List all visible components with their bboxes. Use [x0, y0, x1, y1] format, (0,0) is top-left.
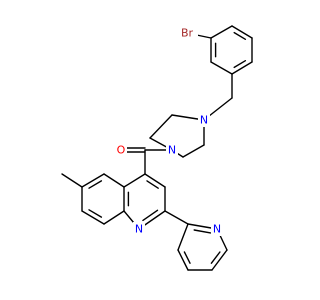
pyridine-nitrogen-label: N [213, 223, 221, 236]
atom-labels: Br O N N N N [115, 26, 223, 236]
bond-p2-p3 [231, 25, 253, 39]
bond-q4a-q4 [123, 173, 146, 188]
bond-p4-p5 [231, 61, 253, 75]
atom-nitrogen-quinoline: N [133, 222, 145, 236]
bond-q6-me [61, 173, 83, 188]
bond-inner-p4-p5 [233, 60, 247, 69]
bond-p5-p6 [210, 61, 233, 75]
bond-lines [61, 25, 253, 271]
bond-q4a-q5 [103, 173, 125, 188]
atom-nitrogen-piperazine-1: N [166, 143, 178, 157]
bond-q5-q6 [81, 173, 105, 188]
bond-c3-c2 [182, 144, 205, 158]
bond-inner-q5-q6 [88, 180, 103, 189]
bond-py4-py3 [177, 249, 189, 271]
oxygen-label: O [117, 144, 126, 157]
bond-q2-py2 [164, 210, 189, 225]
atom-nitrogen-piperazine-2: N [198, 113, 210, 127]
bond-inner-q4-q3 [146, 180, 159, 189]
bond-inner-py4-py3 [183, 251, 191, 264]
bond-p1-p2 [210, 25, 233, 39]
bond-inner-p2-p3 [233, 31, 247, 40]
quinoline-nitrogen-label: N [135, 223, 143, 236]
molecule-structure: Br O N N N N [61, 25, 253, 271]
atom-bromine: Br [176, 26, 198, 40]
piperazine-nitrogen-1-label: N [168, 144, 176, 157]
bond-q4-q3 [144, 173, 166, 188]
atom-oxygen: O [115, 143, 127, 157]
bromine-label: Br [181, 27, 194, 40]
bond-c6-c5 [149, 114, 173, 139]
bond-py6-py5 [211, 249, 228, 271]
atom-nitrogen-pyridine: N [211, 222, 223, 236]
bond-q7-q8 [81, 210, 105, 225]
piperazine-nitrogen-2-label: N [200, 114, 208, 127]
bond-q8-q8a [103, 210, 125, 225]
bond-inner-q7-q8 [88, 209, 103, 218]
bond-py3-py2 [177, 223, 189, 251]
bond-inner-py2-pyn [193, 229, 212, 234]
bond-inner-py6-py5 [210, 251, 221, 264]
bond-inner-q2-qn [142, 209, 159, 222]
